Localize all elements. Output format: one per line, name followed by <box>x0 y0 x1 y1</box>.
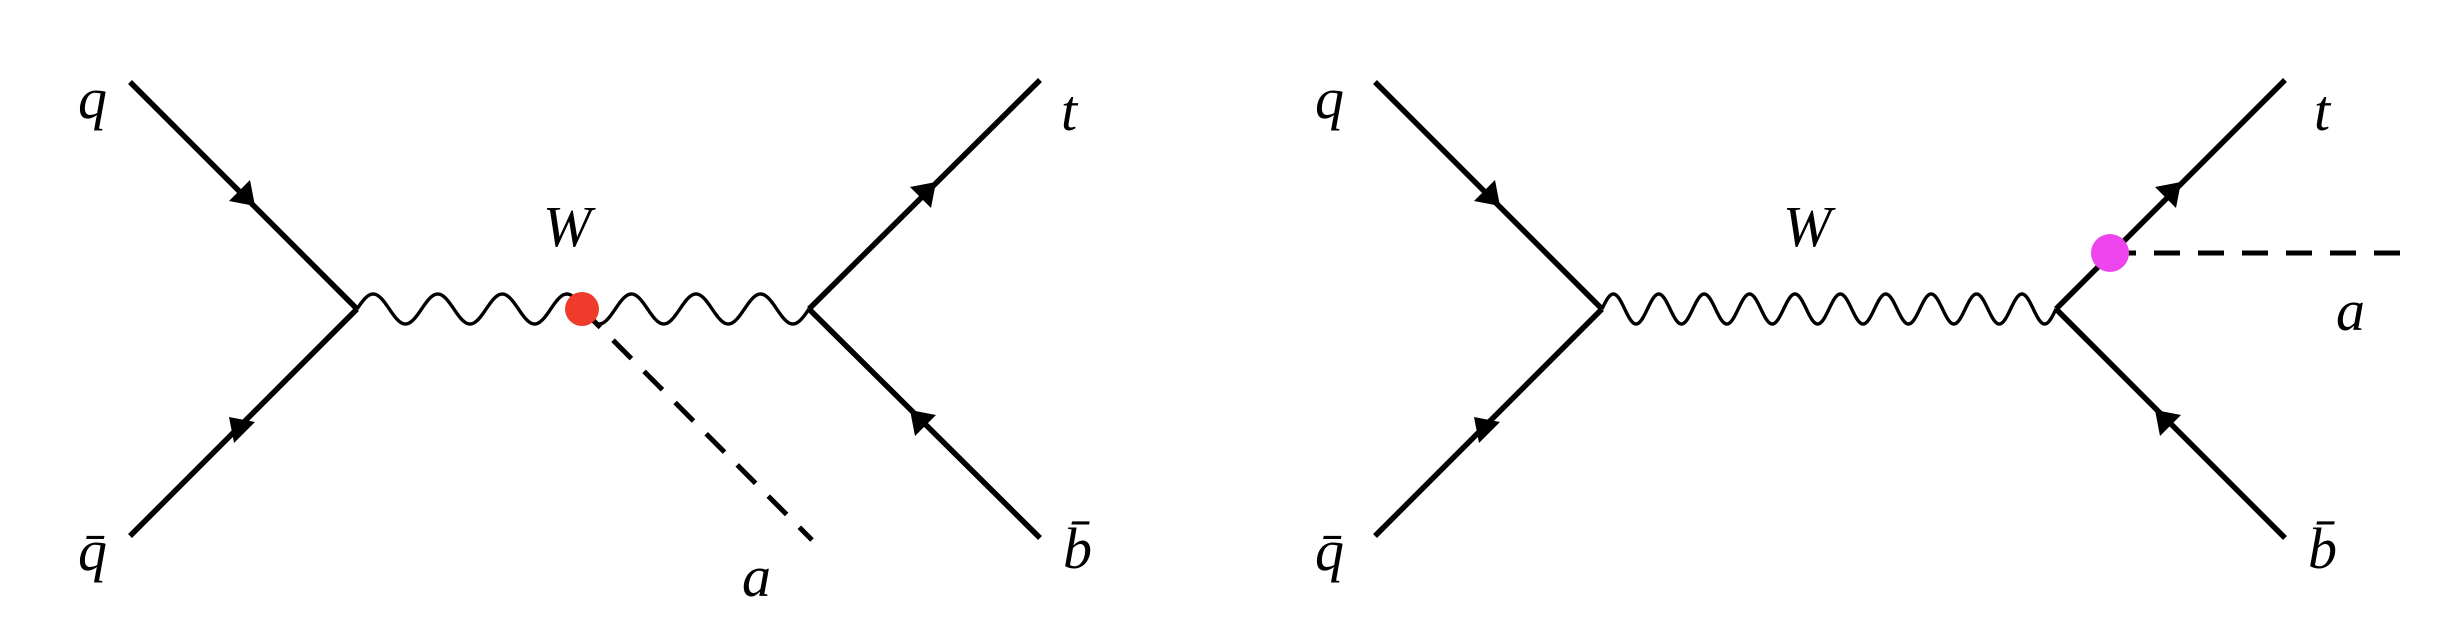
axion-vertex-dot <box>565 292 599 326</box>
diagram-w-emission: q q̄ W t b̄ a <box>78 66 1092 609</box>
label-qbar: q̄ <box>1315 518 1344 583</box>
label-bbar: b̄ <box>2308 516 2337 581</box>
label-a: a <box>742 544 771 609</box>
top-arrow-out <box>910 182 936 208</box>
diagram-top-emission: q q̄ W t b̄ a <box>1315 66 2400 583</box>
label-q: q <box>1315 66 1344 131</box>
label-qbar: q̄ <box>78 518 107 583</box>
quark-arrow-in <box>229 180 255 206</box>
antibottom-arrow-out <box>2155 410 2181 436</box>
antibottom-arrow-out <box>910 410 936 436</box>
label-a: a <box>2336 278 2365 343</box>
label-w: W <box>543 194 596 259</box>
w-boson-propagator <box>1600 292 2058 326</box>
axion-line <box>580 307 814 542</box>
axion-vertex-dot <box>2091 234 2129 272</box>
top-arrow-out <box>2155 182 2181 208</box>
quark-arrow-in <box>1474 180 1500 206</box>
label-w: W <box>1783 194 1836 259</box>
antiquark-arrow-in <box>1474 417 1500 443</box>
label-q: q <box>78 66 107 131</box>
label-t: t <box>2314 78 2332 143</box>
label-t: t <box>1061 78 1079 143</box>
label-bbar: b̄ <box>1063 516 1092 581</box>
antiquark-arrow-in <box>229 417 255 443</box>
